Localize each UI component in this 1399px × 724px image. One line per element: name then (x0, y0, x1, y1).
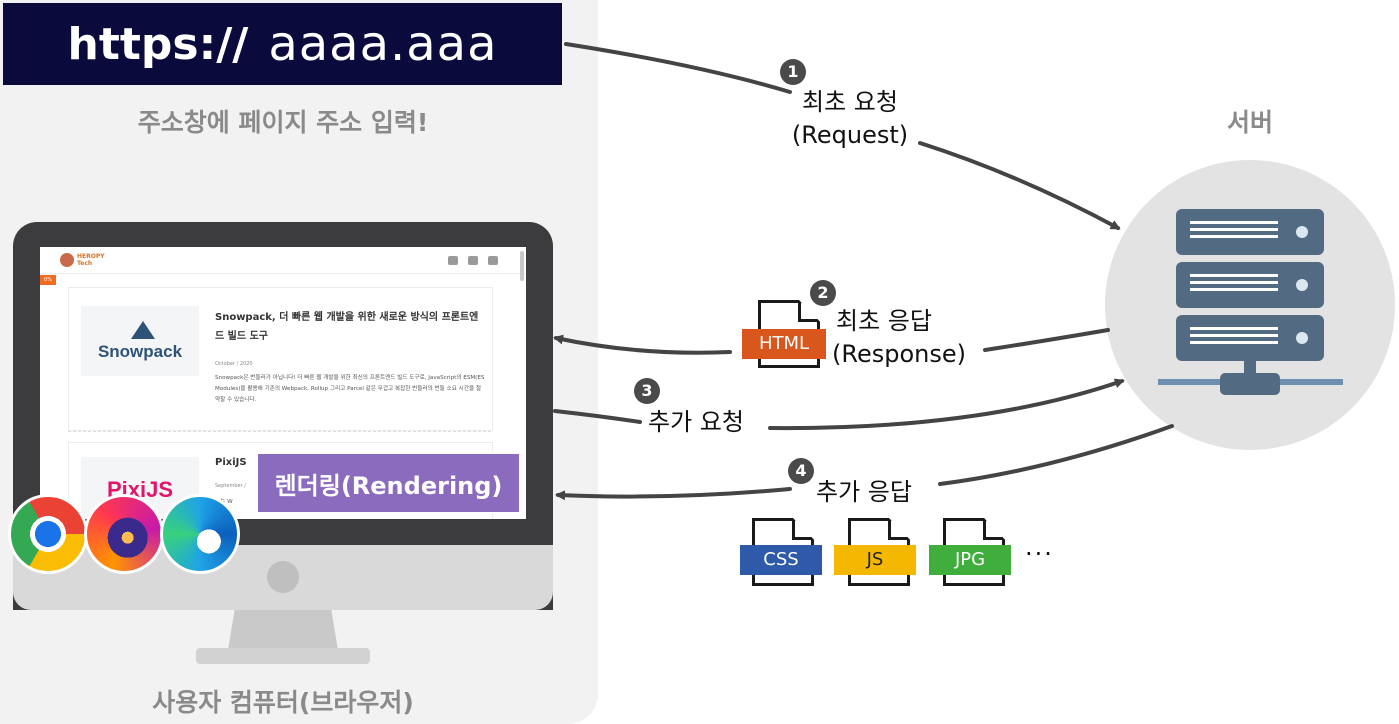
js-file-tag: JS (834, 545, 916, 575)
request-label: 최초 요청 (Request) (791, 88, 909, 149)
post-thumbnail[interactable]: Snowpack (81, 306, 199, 376)
extra-request-arrow-start (553, 409, 642, 424)
server-network-hub (1220, 373, 1280, 395)
request-arrow-start (564, 42, 792, 94)
user-computer-caption: 사용자 컴퓨터(브라우저) (152, 688, 414, 717)
extra-request-label: 추가 요청 (648, 408, 744, 436)
site-header: HEROPY Tech (40, 247, 526, 274)
html-file-tag: HTML (742, 329, 826, 359)
thumbnail-logo-text: Snowpack (97, 342, 183, 361)
monitor-stand-neck (228, 610, 338, 650)
post-excerpt: Snowpack은 번들러가 아닙니다! 더 빠른 웹 개발을 위한 최신의 프… (215, 375, 485, 403)
url-host: aaaa.aaa (268, 16, 498, 72)
response-label: 최초 응답 (Response) (832, 307, 966, 368)
progress-badge: 0% (40, 275, 56, 285)
post-date: October / 2020 (215, 361, 253, 367)
address-bar[interactable]: https:// aaaa.aaa (3, 3, 562, 85)
rss-icon[interactable] (488, 256, 498, 265)
chrome-icon (8, 494, 88, 574)
snowpack-mountain-icon (131, 321, 155, 339)
step-number-2: 2 (810, 280, 836, 306)
extra-response-arrow (555, 487, 792, 501)
server-rack-unit (1176, 315, 1324, 361)
step-number-4: 4 (788, 458, 814, 484)
server-rack-unit (1176, 262, 1324, 308)
css-file-tag: CSS (740, 545, 822, 575)
response-arrow (553, 334, 732, 355)
server-pole (1244, 361, 1256, 375)
scrollbar[interactable] (520, 251, 524, 281)
post-separator (68, 431, 491, 432)
edge-icon (160, 494, 240, 574)
url-scheme: https:// (67, 18, 249, 70)
site-logo[interactable]: HEROPY Tech (77, 253, 105, 267)
server-caption: 서버 (1226, 108, 1273, 137)
monitor-stand-base (196, 648, 370, 664)
youtube-icon[interactable] (448, 256, 458, 265)
extra-response-arrow-start (938, 424, 1174, 486)
extra-request-arrow (768, 378, 1125, 431)
avatar (60, 253, 74, 267)
post-title[interactable]: Snowpack, 더 빠른 웹 개발을 위한 새로운 방식의 프론트엔드 빌드… (215, 312, 479, 342)
github-icon[interactable] (468, 256, 478, 265)
more-files-ellipsis: ··· (1025, 540, 1054, 568)
firefox-icon (84, 494, 164, 574)
step-number-1: 1 (780, 59, 806, 85)
server-led-icon (1296, 332, 1308, 344)
jpg-file-tag: JPG (929, 545, 1011, 575)
post-title[interactable]: PixiJS (215, 457, 247, 468)
post-date: September / (215, 483, 246, 489)
server-rack-unit (1176, 209, 1324, 255)
request-arrow (918, 141, 1121, 230)
server-led-icon (1296, 226, 1308, 238)
step-number-3: 3 (634, 378, 660, 404)
rendering-label: 렌더링(Rendering) (256, 452, 521, 514)
server-led-icon (1296, 279, 1308, 291)
response-arrow-start (983, 328, 1110, 352)
extra-response-label: 추가 응답 (816, 478, 912, 506)
power-button (267, 561, 299, 593)
post-card[interactable]: Snowpack Snowpack, 더 빠른 웹 개발을 위한 새로운 방식의… (68, 287, 493, 431)
address-caption: 주소창에 페이지 주소 입력! (137, 108, 429, 137)
social-icons (448, 256, 498, 265)
